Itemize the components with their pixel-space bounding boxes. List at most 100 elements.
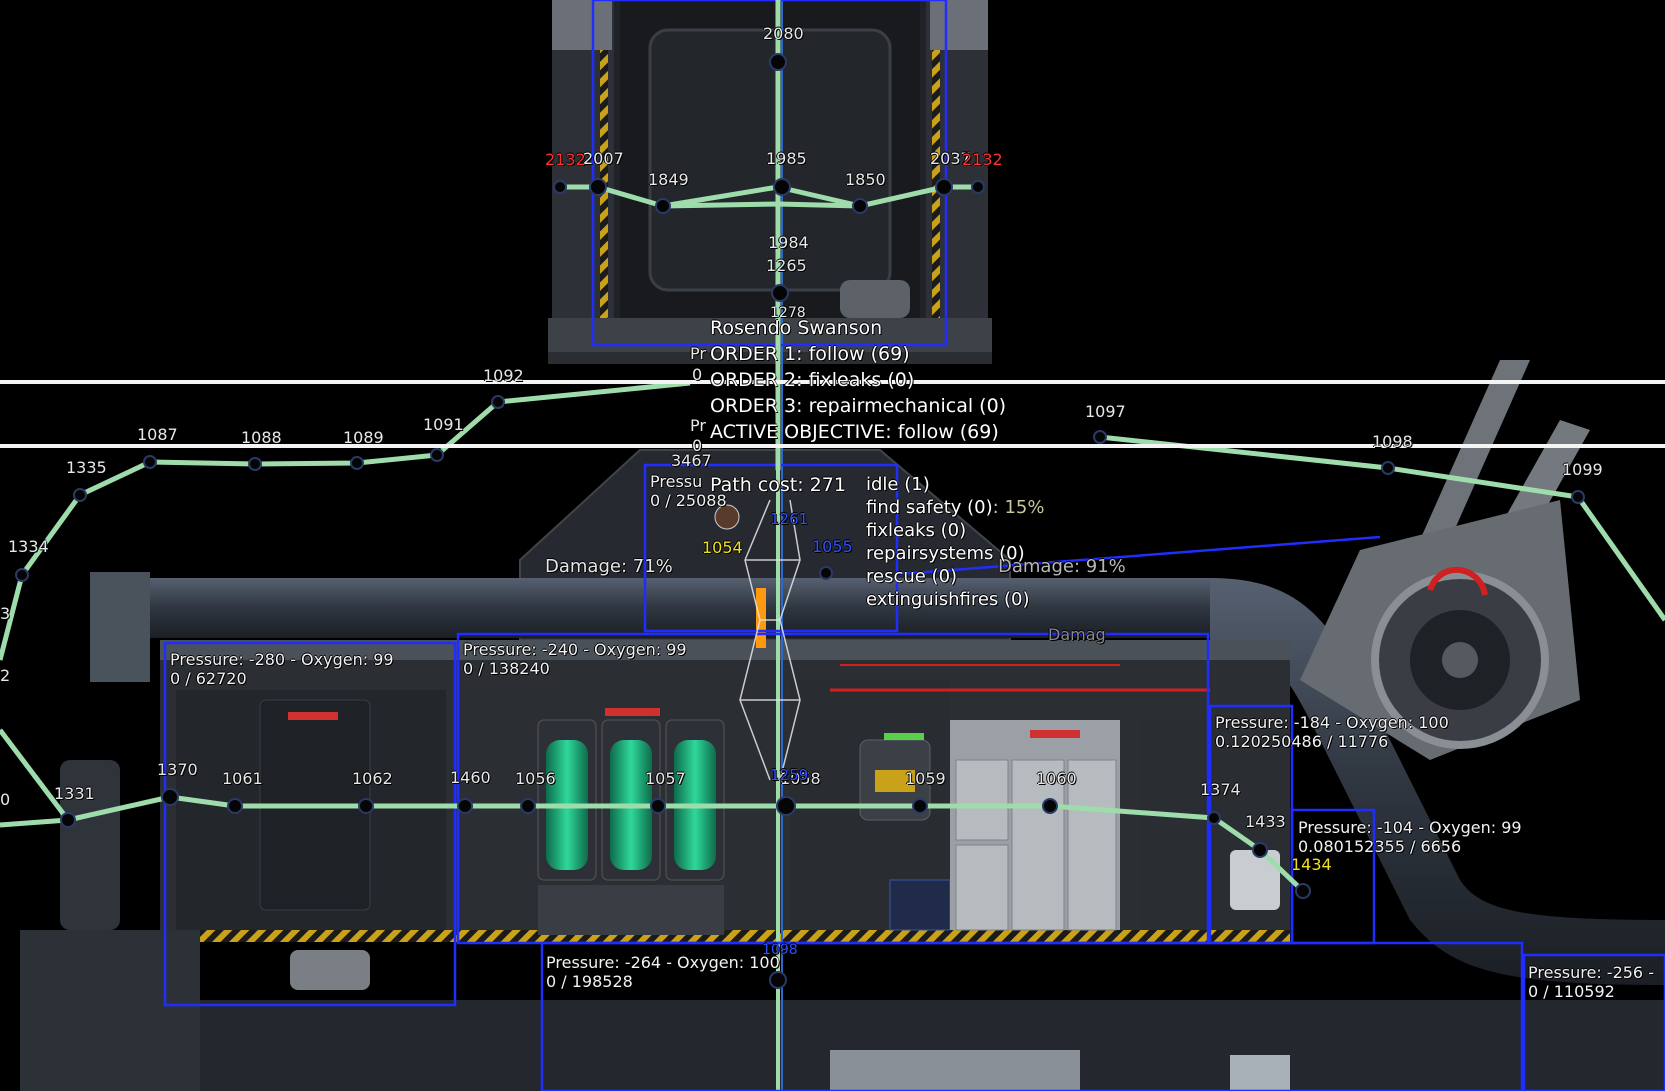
waypoint-label: 1060: [1036, 769, 1077, 788]
waypoint-label: 1089: [343, 428, 384, 447]
damage-label: Damage: 71%: [545, 556, 673, 577]
waypoint-label: 1334: [8, 537, 49, 556]
waypoint-node: [73, 488, 87, 502]
ai-objective-label: find safety (0): [866, 497, 993, 518]
fragment-label: 1055: [812, 537, 853, 556]
waypoint-label: 1091: [423, 415, 464, 434]
character-name: Rosendo Swanson: [710, 317, 883, 339]
waypoint-label: 1370: [157, 760, 198, 779]
hull-info-center: Pressu 0 / 25088: [650, 472, 727, 510]
waypoint-label-red: 2132: [962, 150, 1003, 169]
hull-pressure: Pressure: -240 - Oxygen: 99: [463, 640, 687, 659]
waypoint-node: [358, 798, 374, 814]
waypoint-node: [1207, 811, 1221, 825]
waypoint-node: [430, 448, 444, 462]
waypoint-node: [1093, 430, 1107, 444]
waypoint-label: 1984: [768, 233, 809, 252]
waypoint-node: [350, 456, 364, 470]
ai-objective: idle (1): [866, 474, 930, 495]
waypoint-label: 2037: [930, 149, 971, 168]
upper-pipe: [90, 578, 1210, 638]
waypoint-label: 1335: [66, 458, 107, 477]
waypoint-node: [248, 457, 262, 471]
waypoint-label: 1062: [352, 769, 393, 788]
hull-pressure: Pressure: -280 - Oxygen: 99: [170, 650, 394, 669]
fragment-label: 1098: [762, 942, 798, 958]
hull-pressure: Pressure: -184 - Oxygen: 100: [1215, 713, 1449, 732]
waypoint-node: [15, 568, 29, 582]
ai-objective-extra: : 15%: [992, 497, 1045, 518]
waypoint-label: 1098: [1372, 432, 1413, 451]
fragment-label: 3467: [671, 451, 712, 470]
waypoint-node: [161, 788, 179, 806]
waypoint-node: [1042, 798, 1058, 814]
waypoint-node: [1252, 842, 1268, 858]
waypoint-node: [60, 812, 76, 828]
fragment-label: 0: [692, 436, 703, 455]
waypoint-label: 2007: [583, 149, 624, 168]
hull-info-main: Pressure: -240 - Oxygen: 99 0 / 138240: [463, 640, 687, 678]
waypoint-label: 1460: [450, 768, 491, 787]
hull-info-lower: Pressure: -264 - Oxygen: 100 0 / 198528: [546, 953, 780, 991]
ai-objective: find safety (0): 15%: [866, 496, 1044, 519]
waypoint-node: [589, 178, 607, 196]
waypoint-node: [773, 178, 791, 196]
hull-volume: 0 / 62720: [170, 669, 247, 688]
waypoint-label: 1088: [241, 428, 282, 447]
waypoint-label: 1092: [483, 366, 524, 385]
fragment-label: Pr: [690, 344, 706, 363]
waypoint-node: [650, 798, 666, 814]
hull-pressure: Pressu: [650, 472, 703, 491]
hull-info-far-right: Pressure: -256 - 0 / 110592: [1528, 963, 1654, 1001]
character-debug-panel: Rosendo Swanson ORDER 1: follow (69) ORD…: [710, 315, 1006, 445]
hull-outline-left: [163, 641, 457, 1007]
waypoint-label: 1331: [54, 784, 95, 803]
waypoint-label: 1061: [222, 769, 263, 788]
highlight-line-bottom: [0, 444, 1665, 448]
hull-outline-top: [591, 0, 948, 347]
waypoint-node: [819, 566, 833, 580]
hull-volume: 0 / 138240: [463, 659, 550, 678]
waypoint-node: [520, 798, 536, 814]
waypoint-node: [1571, 490, 1585, 504]
fragment-label: 1261: [770, 510, 809, 528]
order-line: ORDER 1: follow (69): [710, 343, 910, 365]
waypoint-label: 1265: [766, 256, 807, 275]
claw-turret: [1300, 360, 1590, 760]
waypoint-label-red: 2132: [545, 150, 586, 169]
waypoint-label: 1087: [137, 425, 178, 444]
ai-objective: extinguishfires (0): [866, 589, 1030, 610]
hull-volume: 0.120250486 / 11776: [1215, 732, 1389, 751]
hull-info-right-b: Pressure: -104 - Oxygen: 99 0.080152355 …: [1298, 818, 1522, 856]
waypoint-label: 0: [0, 790, 11, 809]
hull-outline-center: [643, 463, 899, 633]
ai-objective: fixleaks (0): [866, 520, 967, 541]
waypoint-node: [769, 53, 787, 71]
path-cost: Path cost: 271: [710, 474, 846, 496]
hull-volume: 0.080152355 / 6656: [1298, 837, 1462, 856]
ai-objective: repairsystems (0): [866, 543, 1025, 564]
waypoint-node: [971, 180, 985, 194]
waypoint-node: [227, 798, 243, 814]
waypoint-label: 1097: [1085, 402, 1126, 421]
waypoint-label: 1985: [766, 149, 807, 168]
hull-outline-lower: [540, 941, 1524, 1091]
highlight-line-top: [0, 380, 1665, 384]
hull-info-left: Pressure: -280 - Oxygen: 99 0 / 62720: [170, 650, 394, 688]
active-objective: ACTIVE OBJECTIVE: follow (69): [710, 421, 999, 443]
order-line: ORDER 2: fixleaks (0): [710, 369, 915, 391]
waypoint-label: 1374: [1200, 780, 1241, 799]
hull-pressure: Pressure: -104 - Oxygen: 99: [1298, 818, 1522, 837]
waypoint-node: [1295, 883, 1311, 899]
waypoint-label: 1278: [770, 305, 806, 321]
waypoint-label-yellow: 1434: [1291, 855, 1332, 874]
ai-objective-list: idle (1) find safety (0): 15% fixleaks (…: [866, 473, 1044, 611]
waypoint-node: [852, 198, 868, 214]
order-line: ORDER 3: repairmechanical (0): [710, 395, 1007, 417]
waypoint-label: 1433: [1245, 812, 1286, 831]
fragment-label: 1259: [770, 766, 809, 784]
